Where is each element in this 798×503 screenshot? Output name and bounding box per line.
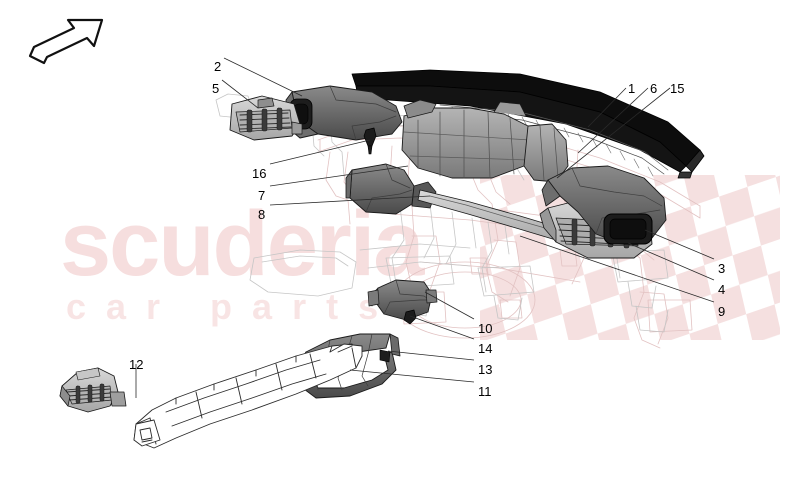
callout-label-2: 2 [214,59,222,74]
leader-line-5 [221,79,259,109]
leader-line-2 [223,57,303,97]
part-10-small-duct-box [367,279,438,321]
leader-line-1 [587,87,627,128]
direction-arrow-icon [28,18,104,65]
leader-line-14 [409,315,475,340]
part-14-clip-fastener [403,309,417,325]
callout-label-10: 10 [478,321,493,336]
callout-label-7: 7 [258,188,266,203]
leader-line-10 [424,291,475,320]
leader-line-6 [577,87,649,154]
callout-label-15: 15 [670,81,685,96]
leader-line-16 [269,139,371,165]
callout-label-1: 1 [628,81,636,96]
callout-label-3: 3 [718,261,726,276]
leader-line-8 [269,195,431,206]
callout-label-5: 5 [212,81,220,96]
part-12-left-lower-vent [59,367,127,413]
callout-label-6: 6 [650,81,658,96]
callout-label-9: 9 [718,304,726,319]
part-11-floor-duct [133,343,363,449]
watermark-sub-text: car parts [66,286,399,327]
leader-line-11 [349,369,475,383]
callout-label-4: 4 [718,282,726,297]
leader-line-15 [556,87,671,179]
part-5-left-air-vent [229,95,303,141]
leader-line-7 [269,165,409,187]
callout-label-16: 16 [252,166,267,181]
watermark-main-text: scuderia [60,193,424,295]
callout-label-12: 12 [129,357,144,372]
part-7-center-distributor [401,99,569,183]
callout-label-13: 13 [478,362,493,377]
callout-label-14: 14 [478,341,493,356]
callout-label-8: 8 [258,207,266,222]
leader-line-13 [387,350,475,361]
callout-label-11: 11 [478,384,492,399]
part-16-clip [363,127,377,155]
